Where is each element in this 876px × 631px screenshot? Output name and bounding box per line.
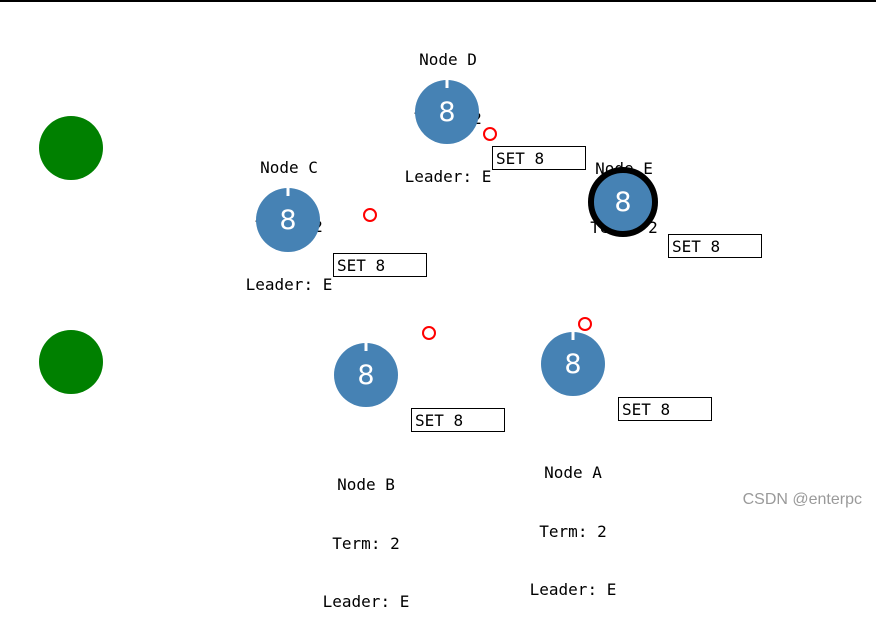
node-d-name: Node D	[419, 50, 477, 69]
node-a-label: Node A Term: 2 Leader: E	[503, 424, 643, 619]
node-a-value: 8	[564, 348, 582, 380]
node-c[interactable]: 8	[256, 188, 320, 252]
node-a-leader: Leader: E	[529, 580, 617, 599]
node-a-timer-tick	[571, 332, 575, 340]
node-d-log-entry[interactable]: SET 8	[492, 146, 586, 170]
node-b-leader: Leader: E	[322, 592, 410, 611]
node-e-log-entry[interactable]: SET 8	[668, 234, 762, 258]
node-d-leader: Leader: E	[404, 167, 492, 186]
node-d-timer-tick	[445, 80, 449, 88]
node-b[interactable]: 8	[334, 343, 398, 407]
top-border	[0, 0, 876, 2]
node-d-value: 8	[438, 96, 456, 128]
client-node-bottom[interactable]	[39, 330, 103, 394]
node-d[interactable]: 8	[415, 80, 479, 144]
message-to-node-b	[422, 326, 436, 340]
node-a-log-entry[interactable]: SET 8	[618, 397, 712, 421]
node-b-value: 8	[357, 359, 375, 391]
node-b-label: Node B Term: 2 Leader: E	[296, 436, 436, 631]
node-a-name: Node A	[544, 463, 602, 482]
message-to-node-d	[483, 127, 497, 141]
node-c-value: 8	[279, 204, 297, 236]
node-c-leader: Leader: E	[245, 275, 333, 294]
message-to-node-c	[363, 208, 377, 222]
message-to-node-a	[578, 317, 592, 331]
node-a-term: Term: 2	[539, 521, 607, 541]
node-b-name: Node B	[337, 475, 395, 494]
node-c-log-entry[interactable]: SET 8	[333, 253, 427, 277]
client-node-top[interactable]	[39, 116, 103, 180]
node-c-timer-tick	[286, 188, 290, 196]
node-b-log-entry[interactable]: SET 8	[411, 408, 505, 432]
node-e-value: 8	[614, 186, 632, 218]
node-b-timer-tick	[364, 343, 368, 351]
node-e-leader[interactable]: 8	[588, 167, 658, 237]
node-a[interactable]: 8	[541, 332, 605, 396]
node-b-term: Term: 2	[332, 533, 400, 553]
watermark: CSDN @enterpc	[742, 491, 862, 508]
node-c-name: Node C	[260, 158, 318, 177]
